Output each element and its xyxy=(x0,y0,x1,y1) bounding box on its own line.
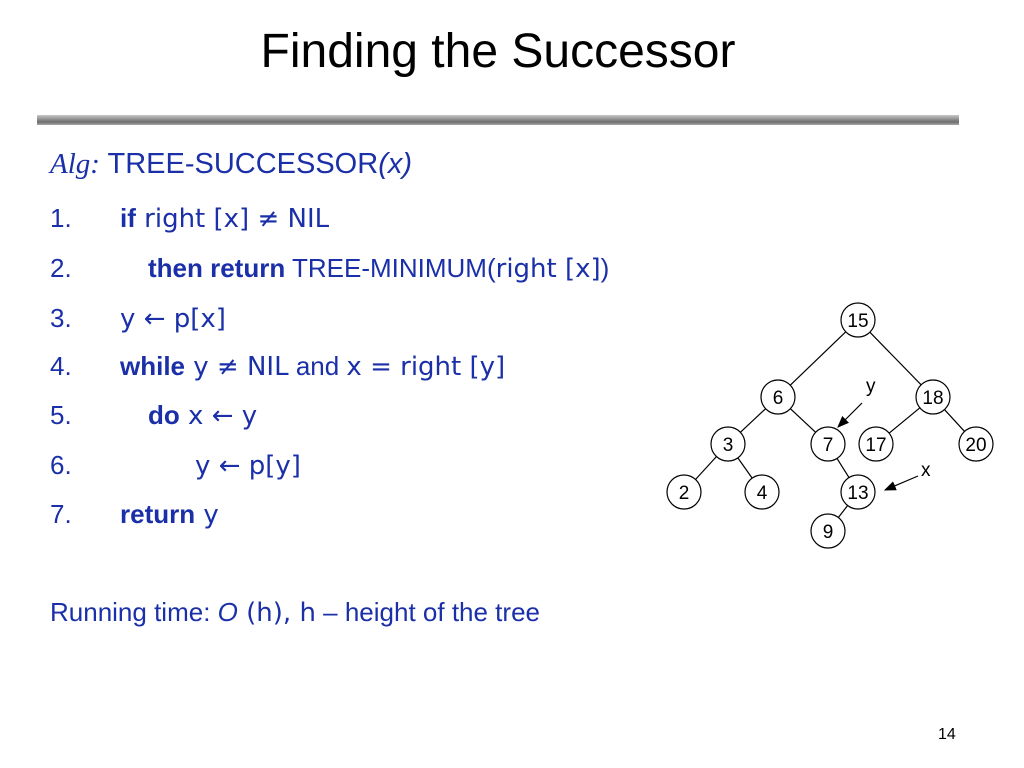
tree-node xyxy=(840,474,876,510)
running-prefix: Running time: xyxy=(50,597,218,627)
tree-edge xyxy=(888,407,921,434)
tree-edge xyxy=(836,458,850,478)
tree-node xyxy=(710,426,746,462)
tree-node-label: 3 xyxy=(723,435,734,456)
alg-arg: (x) xyxy=(378,148,413,180)
tree-node-label: 13 xyxy=(847,483,868,504)
alg-name: TREE-SUCCESSOR xyxy=(107,148,379,180)
tree-node-label: 7 xyxy=(823,435,834,456)
tree-edge xyxy=(869,331,922,386)
algorithm-header: Alg: TREE-SUCCESSOR(x) xyxy=(50,146,412,182)
tree-edge xyxy=(739,408,767,433)
code-text: x ← y xyxy=(179,401,258,431)
x-pointer-arrow xyxy=(883,475,919,491)
code-text: y xyxy=(195,500,219,530)
y-pointer-arrow xyxy=(837,402,863,428)
tree-edge xyxy=(695,456,717,480)
line-code: while y ≠ NIL and x = right [y] xyxy=(120,350,505,383)
tree-edge xyxy=(789,408,817,433)
code-text: and xyxy=(288,351,347,381)
tree-node xyxy=(810,513,846,549)
tree-node xyxy=(858,426,894,462)
tree-node-label: 15 xyxy=(847,311,868,332)
line-number: 1. xyxy=(50,203,72,233)
code-text: right [x] xyxy=(495,254,601,284)
tree-edge xyxy=(737,457,753,479)
slide-title: Finding the Successor xyxy=(260,25,736,78)
line-code: return y xyxy=(120,498,219,531)
x-pointer-label: x xyxy=(921,460,931,481)
line-number: 7. xyxy=(50,499,72,529)
code-text: y ← p[y] xyxy=(195,451,301,481)
line-number: 4. xyxy=(50,351,72,381)
keyword: do xyxy=(148,400,180,430)
tree-node xyxy=(666,474,702,510)
tree-node xyxy=(810,426,846,462)
keyword: then return xyxy=(148,253,286,283)
line-code: y ← p[y] xyxy=(195,449,301,482)
y-pointer-label: y xyxy=(866,376,876,397)
tree-node xyxy=(760,379,796,415)
running-h: (h), h xyxy=(237,598,316,628)
tree-edge xyxy=(944,409,965,432)
alg-prefix: Alg: xyxy=(50,148,100,180)
page-number: 14 xyxy=(938,726,956,743)
tree-node xyxy=(915,379,951,415)
tree-node xyxy=(744,474,780,510)
code-text: right [x] ≠ NIL xyxy=(135,204,330,234)
keyword: return xyxy=(120,499,196,529)
code-text: TREE-MINIMUM( xyxy=(285,253,496,283)
tree-node-label: 4 xyxy=(757,483,768,504)
keyword: if xyxy=(120,203,136,233)
tree-node-label: 18 xyxy=(922,388,943,409)
title-divider xyxy=(37,115,959,125)
line-number: 6. xyxy=(50,450,72,480)
tree-edge xyxy=(789,331,847,386)
code-text: y ≠ NIL xyxy=(185,352,289,382)
code-text: y ← p[x] xyxy=(120,304,226,334)
running-suffix: – height of the tree xyxy=(315,597,540,627)
running-time: Running time: O (h), h – height of the t… xyxy=(50,596,540,629)
tree-edge xyxy=(837,505,849,518)
running-big-o: O xyxy=(217,597,238,627)
code-text: x = right [y] xyxy=(346,352,506,382)
line-number: 5. xyxy=(50,400,72,430)
tree-node-label: 17 xyxy=(865,435,886,456)
line-code: do x ← y xyxy=(148,399,257,432)
tree-node-label: 20 xyxy=(965,435,986,456)
line-number: 2. xyxy=(50,253,72,283)
line-code: y ← p[x] xyxy=(120,302,226,335)
tree-node xyxy=(958,426,994,462)
tree-node-label: 6 xyxy=(773,388,784,409)
tree-node-label: 9 xyxy=(823,522,834,543)
line-number: 3. xyxy=(50,303,72,333)
keyword: while xyxy=(120,351,186,381)
tree-node-label: 2 xyxy=(679,483,690,504)
code-text: ) xyxy=(600,253,610,283)
line-code: then return TREE-MINIMUM(right [x]) xyxy=(148,252,609,285)
tree-node xyxy=(840,302,876,338)
line-code: if right [x] ≠ NIL xyxy=(120,202,329,235)
